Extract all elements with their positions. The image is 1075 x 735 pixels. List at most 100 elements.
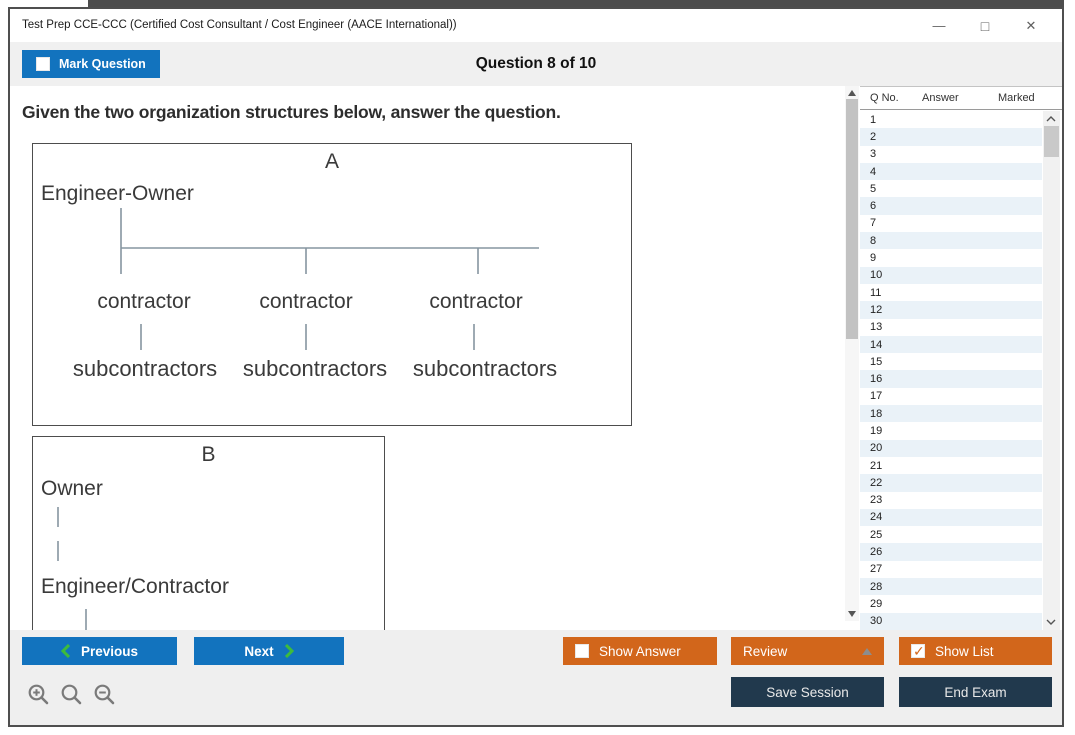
- content-scrollbar-thumb[interactable]: [846, 99, 858, 339]
- question-number: 12: [870, 303, 883, 316]
- table-row[interactable]: 17: [860, 388, 1042, 405]
- diagram-b-connector-lines: [57, 507, 87, 630]
- mark-question-button[interactable]: Mark Question: [22, 50, 160, 78]
- table-row[interactable]: 12: [860, 301, 1042, 319]
- table-row[interactable]: 8: [860, 232, 1042, 250]
- table-row[interactable]: 11: [860, 284, 1042, 301]
- table-row[interactable]: 9: [860, 249, 1042, 266]
- list-scrollbar[interactable]: [1043, 111, 1060, 630]
- scroll-down-icon[interactable]: [848, 611, 856, 617]
- question-number: 3: [870, 148, 877, 161]
- column-header-qno: Q No.: [870, 92, 899, 104]
- list-scroll-up-icon[interactable]: [1045, 114, 1057, 124]
- next-button[interactable]: Next: [194, 637, 344, 665]
- table-row[interactable]: 23: [860, 492, 1042, 509]
- window-controls: — □ ✕: [916, 9, 1054, 42]
- diagram-a-connector-lines: [120, 208, 539, 350]
- triangle-up-icon: [862, 647, 872, 655]
- table-row[interactable]: 18: [860, 405, 1042, 423]
- table-row[interactable]: 21: [860, 457, 1042, 474]
- column-header-marked: Marked: [998, 92, 1035, 104]
- table-row[interactable]: 24: [860, 508, 1042, 527]
- diagram-a-child: contractor: [259, 290, 353, 313]
- save-session-label: Save Session: [766, 684, 849, 700]
- content-scrollbar[interactable]: [845, 86, 859, 621]
- table-row[interactable]: 16: [860, 370, 1042, 388]
- maximize-icon[interactable]: □: [980, 17, 990, 34]
- question-counter: Question 8 of 10: [475, 55, 597, 72]
- question-number: 19: [870, 424, 883, 437]
- mark-question-checkbox: [36, 57, 50, 71]
- zoom-in-icon[interactable]: [26, 682, 52, 708]
- table-row[interactable]: 1: [860, 111, 1042, 128]
- close-icon[interactable]: ✕: [1025, 17, 1037, 33]
- review-dropdown[interactable]: Review: [731, 637, 884, 665]
- question-number: 8: [870, 234, 877, 247]
- table-row[interactable]: 5: [860, 180, 1042, 197]
- end-exam-label: End Exam: [944, 684, 1007, 700]
- table-row[interactable]: 6: [860, 197, 1042, 215]
- show-list-checkbox: [911, 643, 925, 660]
- question-number: 21: [870, 459, 883, 472]
- question-number: 14: [870, 338, 883, 351]
- question-number: 30: [870, 615, 883, 628]
- table-row[interactable]: 26: [860, 543, 1042, 561]
- table-row[interactable]: 14: [860, 335, 1042, 354]
- question-number: 9: [870, 252, 877, 265]
- table-row[interactable]: 28: [860, 578, 1042, 596]
- footer-bar: Previous Next Show Answer Review Show Li…: [10, 630, 1062, 725]
- diagram-b: B Owner Engineer/Contractor: [32, 436, 385, 630]
- question-prompt: Given the two organization structures be…: [22, 102, 561, 122]
- window-title: Test Prep CCE-CCC (Certified Cost Consul…: [22, 19, 457, 31]
- show-answer-label: Show Answer: [599, 643, 681, 659]
- table-row[interactable]: 15: [860, 353, 1042, 370]
- question-number: 20: [870, 442, 883, 455]
- table-row[interactable]: 27: [860, 561, 1042, 578]
- table-row[interactable]: 19: [860, 422, 1042, 439]
- list-scroll-down-icon[interactable]: [1045, 617, 1057, 627]
- table-row[interactable]: 3: [860, 146, 1042, 163]
- diagram-a-label: A: [324, 150, 339, 173]
- diagram-a-grandchild: subcontractors: [242, 356, 388, 381]
- question-number: 2: [870, 130, 877, 143]
- save-session-button[interactable]: Save Session: [731, 677, 884, 707]
- header-bar: Mark Question Question 8 of 10: [10, 42, 1062, 86]
- question-list-header: Q No. Answer Marked: [860, 86, 1062, 110]
- minimize-icon[interactable]: —: [932, 18, 946, 33]
- end-exam-button[interactable]: End Exam: [899, 677, 1052, 707]
- table-row[interactable]: 4: [860, 162, 1042, 181]
- show-answer-button[interactable]: Show Answer: [563, 637, 717, 665]
- table-row[interactable]: 25: [860, 526, 1042, 543]
- question-number: 24: [870, 511, 883, 524]
- question-number: 17: [870, 390, 883, 403]
- table-row[interactable]: 20: [860, 439, 1042, 457]
- zoom-reset-icon[interactable]: [59, 682, 85, 708]
- diagram-a-grandchild: subcontractors: [72, 356, 218, 381]
- zoom-out-icon[interactable]: [92, 682, 118, 708]
- list-scrollbar-thumb[interactable]: [1044, 126, 1059, 157]
- question-number: 23: [870, 494, 883, 507]
- question-number: 25: [870, 528, 883, 541]
- show-answer-checkbox: [575, 644, 589, 658]
- question-number: 16: [870, 373, 883, 386]
- previous-button[interactable]: Previous: [22, 637, 177, 665]
- table-row[interactable]: 22: [860, 474, 1042, 492]
- table-row[interactable]: 2: [860, 128, 1042, 146]
- table-row[interactable]: 30: [860, 612, 1042, 630]
- previous-label: Previous: [80, 643, 139, 659]
- diagram-a: A Engineer-Owner contractor contractor c…: [32, 143, 632, 426]
- diagram-b-child: Engineer/Contractor: [41, 575, 229, 598]
- next-label: Next: [244, 643, 274, 659]
- diagram-a-root: Engineer-Owner: [41, 182, 194, 205]
- question-number: 18: [870, 407, 883, 420]
- question-number: 10: [870, 269, 883, 282]
- table-row[interactable]: 7: [860, 215, 1042, 232]
- table-row[interactable]: 29: [860, 595, 1042, 612]
- table-row[interactable]: 13: [860, 319, 1042, 336]
- table-row[interactable]: 10: [860, 266, 1042, 284]
- question-number: 29: [870, 597, 883, 610]
- scroll-up-icon[interactable]: [848, 90, 856, 96]
- question-number: 4: [870, 165, 877, 178]
- show-list-button[interactable]: Show List: [899, 637, 1052, 665]
